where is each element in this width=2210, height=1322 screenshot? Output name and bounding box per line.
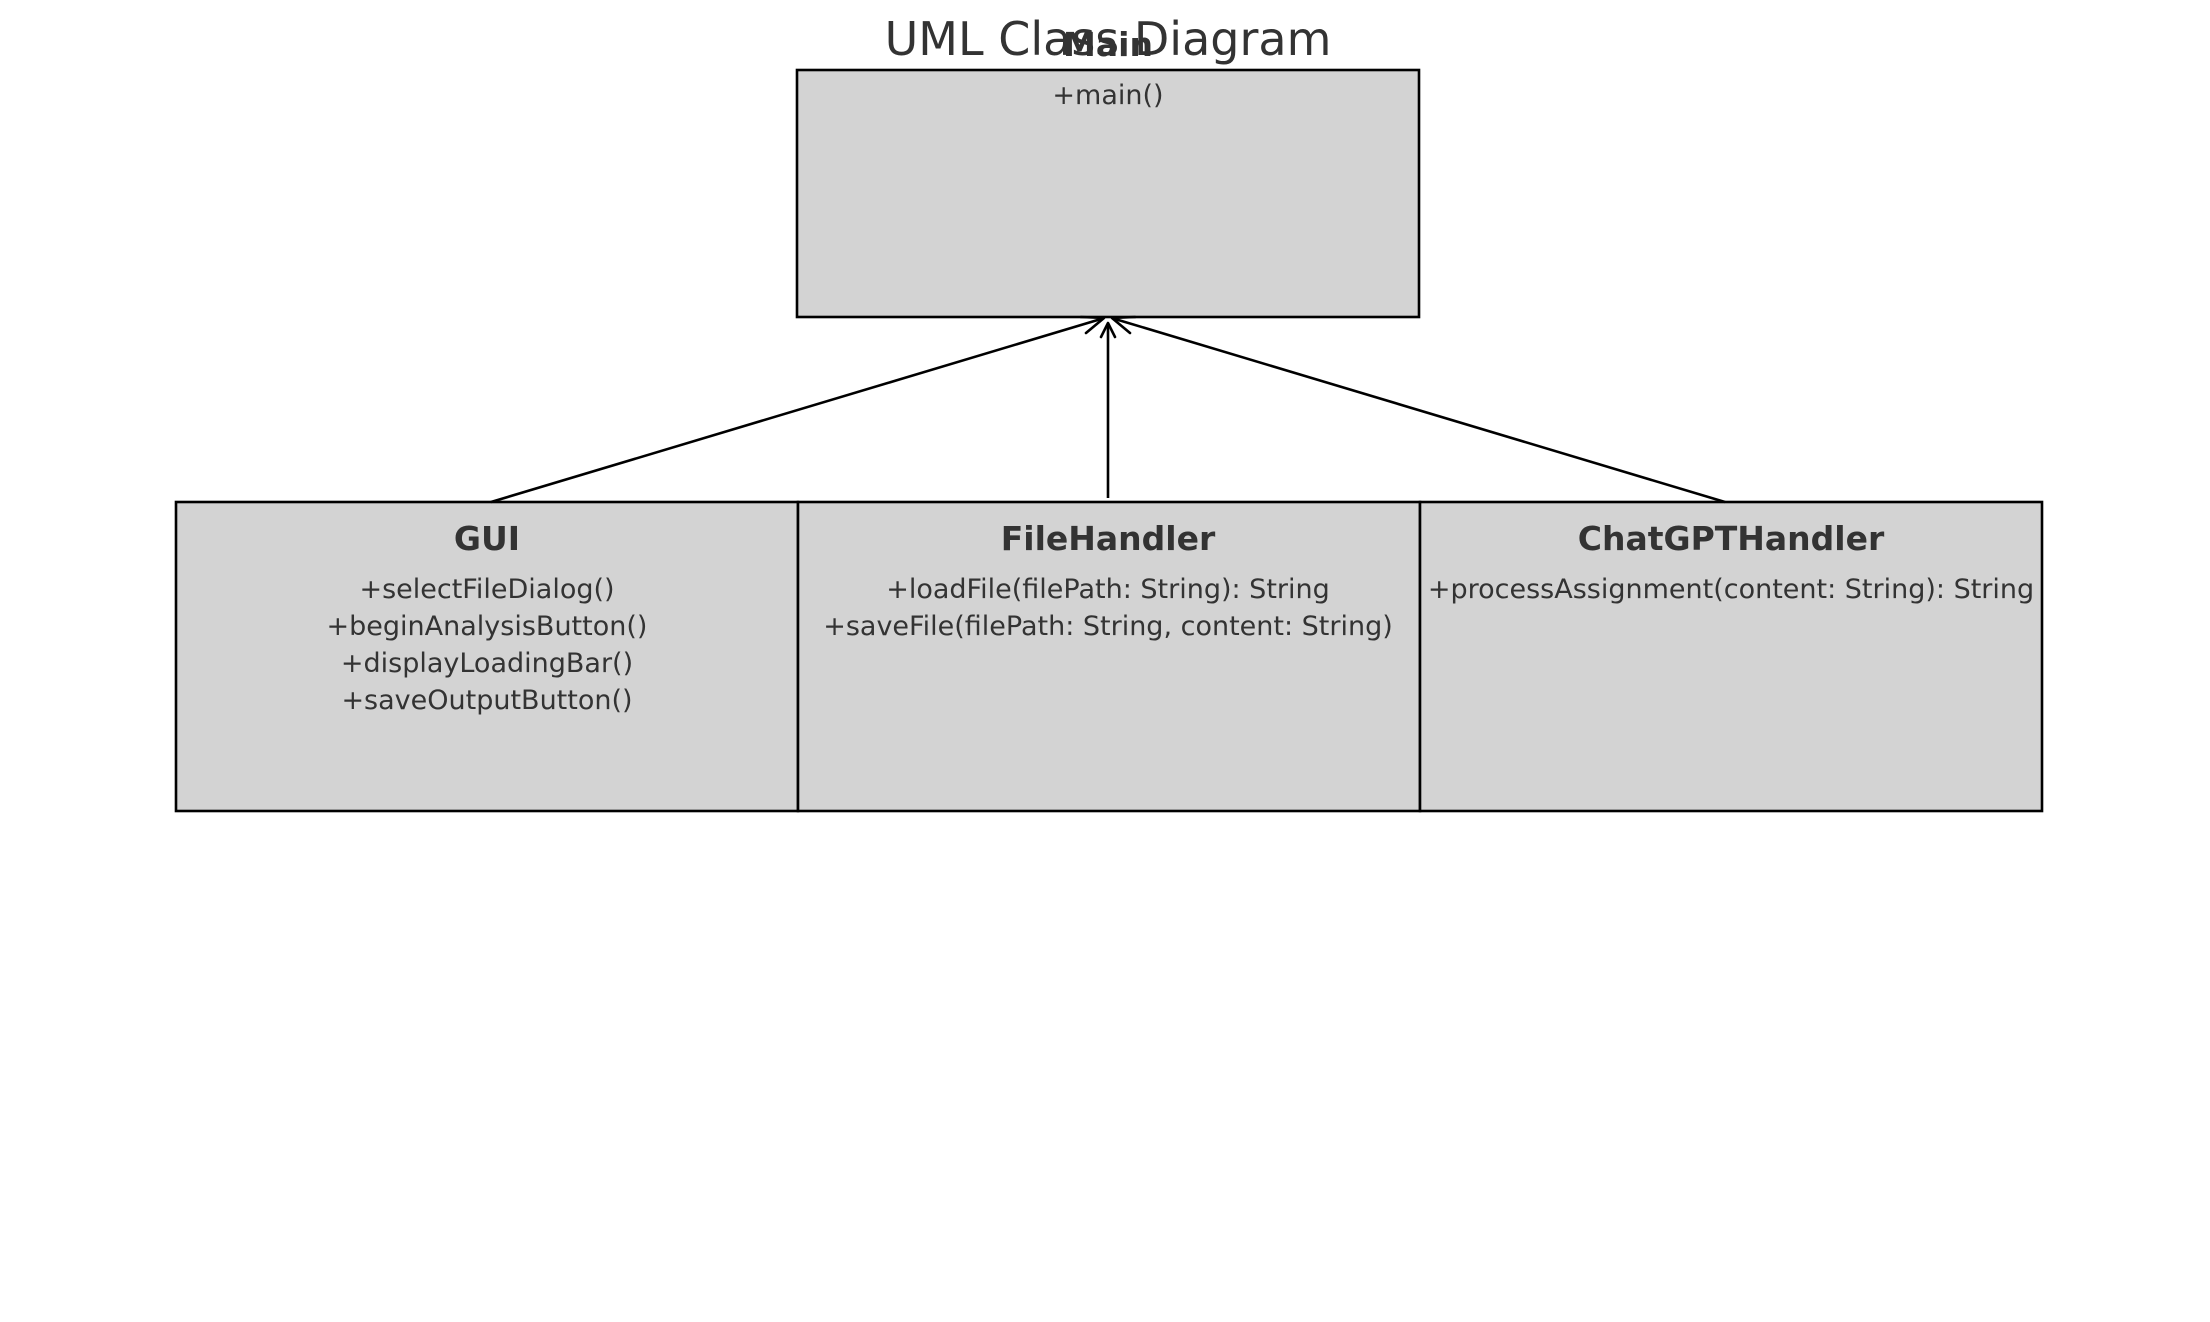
class-method: +displayLoadingBar() <box>341 648 633 679</box>
relation-filehandler-main <box>1099 321 1117 498</box>
class-name-chatgpthandler: ChatGPTHandler <box>1578 519 1885 558</box>
class-box-gui <box>174 500 800 813</box>
relation-gui-main <box>490 315 1106 504</box>
class-chatgpthandler <box>1418 500 2044 813</box>
class-method: +beginAnalysisButton() <box>327 611 648 642</box>
class-box-filehandler <box>796 500 1422 813</box>
relation-line <box>490 317 1102 504</box>
relation-chatgpthandler-main <box>1110 315 1726 504</box>
class-method: +main() <box>1052 80 1163 111</box>
relation-line <box>1114 317 1726 504</box>
arrow-head-icon <box>1099 321 1117 339</box>
class-method: +saveOutputButton() <box>341 685 632 716</box>
class-method: +loadFile(filePath: String): String <box>886 574 1330 605</box>
class-method: +saveFile(filePath: String, content: Str… <box>823 611 1393 642</box>
class-name-main: Main <box>1063 25 1153 64</box>
class-main <box>795 68 1421 319</box>
class-filehandler <box>796 500 1422 813</box>
class-name-gui: GUI <box>454 519 520 558</box>
arrow-head-icon <box>1110 315 1137 335</box>
class-box-chatgpthandler <box>1418 500 2044 813</box>
class-method: +selectFileDialog() <box>359 574 614 605</box>
class-name-filehandler: FileHandler <box>1001 519 1216 558</box>
diagram-title: UML Class Diagram <box>885 12 1332 66</box>
arrow-head-icon <box>1079 315 1106 335</box>
class-gui <box>174 500 800 813</box>
class-box-main <box>795 68 1421 319</box>
class-method: +processAssignment(content: String): Str… <box>1428 574 2034 605</box>
